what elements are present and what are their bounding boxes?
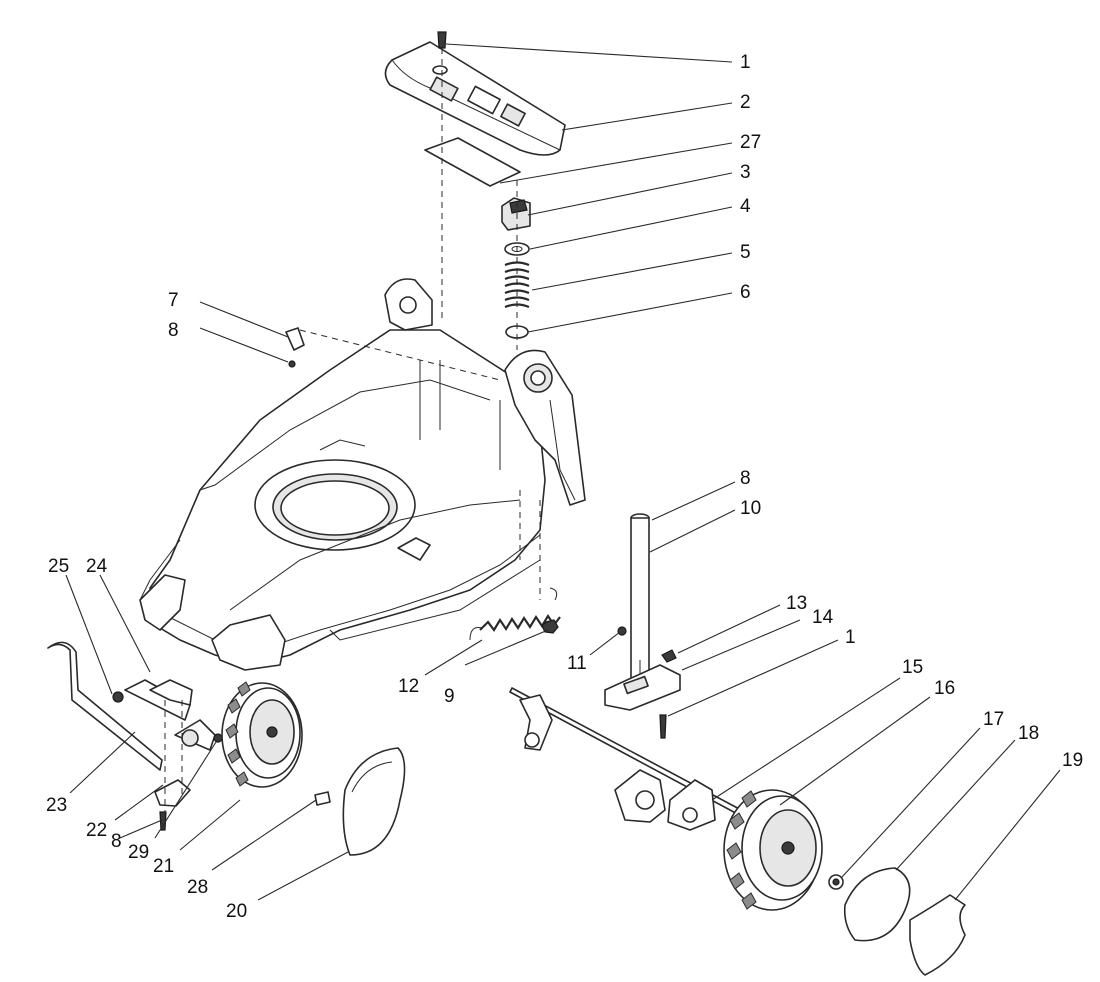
- callout-28: 28: [187, 877, 208, 898]
- callout-29: 29: [128, 842, 149, 863]
- callout-1: 1: [740, 52, 751, 73]
- callout-15: 15: [902, 657, 923, 678]
- callout-27: 27: [740, 132, 761, 153]
- height-adjust-tube: [630, 513, 650, 696]
- rear-wheel: [723, 789, 823, 911]
- callout-5: 5: [740, 242, 751, 263]
- bracket-clip-22: [154, 779, 191, 807]
- callout-11: 11: [567, 653, 587, 674]
- callout-20: 20: [226, 901, 247, 922]
- callout-14: 14: [812, 607, 834, 628]
- callout-13: 13: [786, 593, 807, 614]
- callout-10: 10: [740, 498, 761, 519]
- screw-1b: [659, 714, 667, 739]
- hub-cap-20: [342, 747, 406, 856]
- callout-7: 7: [168, 290, 179, 311]
- callout-23: 23: [46, 795, 67, 816]
- callout-24: 24: [86, 556, 108, 577]
- callout-labels: 1 2 27 3 4 5 6 7 8 8 10 13 14 1 15 16 17…: [46, 52, 1083, 922]
- rear-axle: [509, 687, 761, 831]
- handle-cover: [384, 41, 566, 156]
- extension-spring: [469, 587, 561, 641]
- mower-deck: [139, 329, 546, 671]
- rear-wheel-bracket: [384, 278, 433, 331]
- screw-top: [437, 31, 447, 49]
- callout-1: 1: [845, 627, 856, 648]
- height-adjust-pivot: [504, 349, 586, 506]
- tire-detail-19: [909, 894, 966, 976]
- hex-nut-deck: [541, 619, 559, 634]
- clip-small: [285, 327, 305, 368]
- cover-plate: [424, 137, 521, 187]
- spacer-25: [112, 691, 124, 703]
- hub-cap-18: [843, 867, 911, 942]
- callout-16: 16: [934, 678, 955, 699]
- callout-22: 22: [86, 820, 107, 841]
- callout-12: 12: [398, 676, 419, 697]
- callout-3: 3: [740, 162, 751, 183]
- callout-9: 9: [444, 686, 455, 707]
- callout-6: 6: [740, 282, 751, 303]
- front-wheel: [221, 681, 303, 788]
- callout-4: 4: [740, 196, 751, 217]
- adjuster-knob: [501, 197, 531, 231]
- callout-2: 2: [740, 92, 751, 113]
- wheel-bolt-28: [314, 791, 331, 806]
- callout-21: 21: [153, 856, 174, 877]
- nut-small-11: [617, 626, 627, 636]
- callout-19: 19: [1062, 750, 1083, 771]
- bushing-17: [828, 874, 844, 890]
- nut-29: [213, 733, 223, 743]
- pin-8c: [159, 811, 167, 831]
- callout-25: 25: [48, 556, 69, 577]
- pivot-bracket: [604, 664, 681, 711]
- bolt-13: [661, 649, 677, 663]
- callout-8: 8: [168, 320, 179, 341]
- leader-lines: [65, 43, 1061, 901]
- front-axle: [47, 641, 191, 771]
- callout-17: 17: [983, 709, 1004, 730]
- callout-18: 18: [1018, 723, 1039, 744]
- callout-8: 8: [111, 831, 122, 852]
- axle-bracket: [149, 679, 216, 751]
- callout-8: 8: [740, 468, 751, 489]
